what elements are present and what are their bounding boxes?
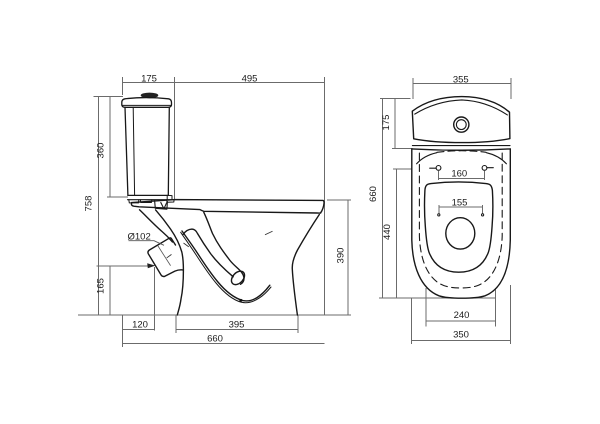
svg-text:165: 165 (96, 278, 107, 294)
svg-text:440: 440 (382, 224, 393, 240)
svg-text:495: 495 (242, 74, 258, 85)
svg-text:155: 155 (452, 198, 468, 209)
svg-text:120: 120 (132, 319, 148, 330)
svg-text:Ø102: Ø102 (128, 231, 151, 242)
svg-text:175: 175 (381, 115, 392, 131)
svg-text:390: 390 (336, 248, 347, 264)
svg-text:660: 660 (368, 186, 379, 202)
svg-text:175: 175 (141, 74, 157, 85)
svg-text:240: 240 (454, 310, 470, 321)
svg-text:160: 160 (451, 169, 467, 180)
svg-text:660: 660 (207, 333, 223, 344)
svg-text:350: 350 (453, 330, 469, 341)
svg-text:758: 758 (84, 196, 95, 212)
svg-text:395: 395 (229, 319, 245, 330)
svg-text:355: 355 (453, 75, 469, 86)
svg-text:360: 360 (96, 143, 107, 159)
